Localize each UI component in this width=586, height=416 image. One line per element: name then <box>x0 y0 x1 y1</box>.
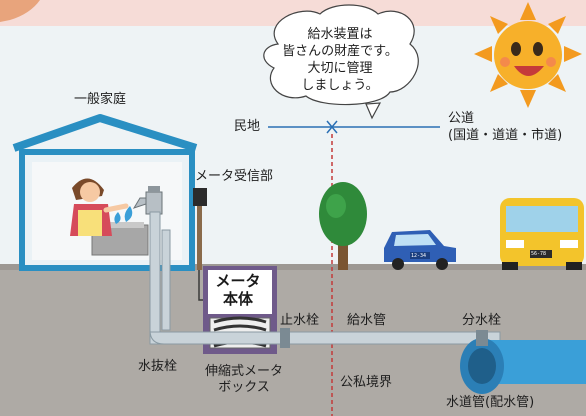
bubble-line-4: しましょう。 <box>301 78 379 93</box>
corner-decoration <box>0 0 40 22</box>
meter-box-label-line-2: ボックス <box>218 380 270 395</box>
private-land-label: 民地 <box>234 119 261 134</box>
public-road-types-label: (国道・道道・市道) <box>448 128 563 143</box>
house-label: 一般家庭 <box>74 92 127 107</box>
sun-icon <box>474 2 582 108</box>
bubble-line-1: 給水装置は <box>307 27 373 42</box>
car-icon <box>384 230 456 270</box>
car-license-plate: 12-34 <box>411 253 427 259</box>
bubble-line-3: 大切に管理 <box>307 61 373 76</box>
person-figure <box>70 178 129 236</box>
bus-license-plate: 56-78 <box>531 251 547 257</box>
bus-icon <box>500 198 584 270</box>
bubble-line-2: 皆さんの財産です。 <box>282 44 398 59</box>
public-road-label: 公道 <box>448 111 475 126</box>
meter-receiver-unit <box>193 188 207 206</box>
service-pipe-label: 給水管 <box>347 313 387 328</box>
branch-valve <box>476 330 488 346</box>
water-drop-icon <box>124 206 133 222</box>
service-pipe <box>149 331 501 345</box>
house-supply-pipe <box>149 211 161 333</box>
stop-valve-label: 止水栓 <box>280 313 320 328</box>
tree-icon <box>319 182 367 270</box>
meter-box-label-line-1: 伸縮式メータ <box>204 364 283 379</box>
boundary-cross-marker <box>326 120 338 134</box>
speech-bubble <box>263 4 419 120</box>
meter-body-line-1: メータ <box>215 272 261 290</box>
meter-receiver-label: メータ受信部 <box>195 169 274 184</box>
boundary-label: 公私境界 <box>340 375 393 390</box>
branch-valve-label: 分水栓 <box>462 313 502 328</box>
drain-valve-label: 水抜栓 <box>138 359 178 374</box>
speech-bubble-text: 給水装置は 皆さんの財産です。 大切に管理 しましょう。 <box>282 26 398 94</box>
main-pipe <box>460 330 586 394</box>
main-pipe-label: 水道管(配水管) <box>446 395 535 410</box>
meter-body-label: メータ 本体 <box>212 272 264 308</box>
stop-valve <box>280 328 290 348</box>
meter-body-line-2: 本体 <box>222 290 253 308</box>
